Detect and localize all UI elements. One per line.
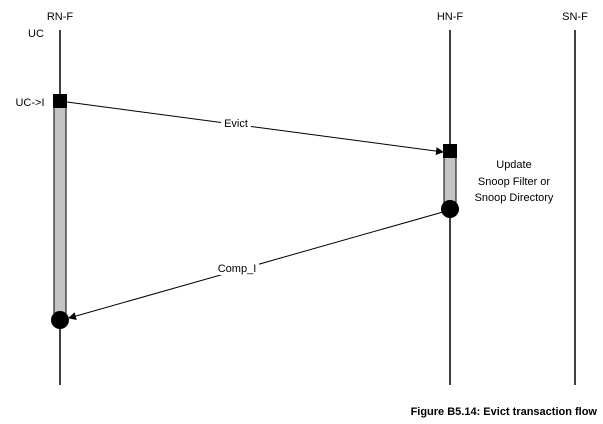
comp-label-background: [215, 262, 259, 275]
evict-arrow: [66, 101, 444, 156]
node-label-hn-f: HN-F: [437, 11, 464, 23]
state-label-transition: UC->I: [15, 97, 44, 109]
evict-message-label: Evict: [224, 118, 248, 130]
response-start-marker: [441, 200, 459, 218]
node-label-sn-f: SN-F: [562, 11, 588, 23]
request-start-marker: [53, 94, 67, 108]
node-label-rn-f: RN-F: [47, 11, 74, 23]
activation-bar-hn-f: [443, 150, 457, 209]
annotation-line-3: Snoop Directory: [475, 192, 554, 204]
figure-caption: Figure B5.14: Evict transaction flow: [410, 406, 597, 418]
evict-label-background: [221, 117, 251, 130]
annotation-line-2: Snoop Filter or: [478, 176, 550, 188]
activation-bar-rn-f: [53, 100, 67, 321]
comp-message-label: Comp_I: [218, 263, 257, 275]
response-receive-marker: [51, 311, 69, 329]
state-label-initial: UC: [28, 28, 44, 40]
request-receive-marker: [443, 144, 457, 158]
annotation-line-1: Update: [496, 159, 531, 171]
